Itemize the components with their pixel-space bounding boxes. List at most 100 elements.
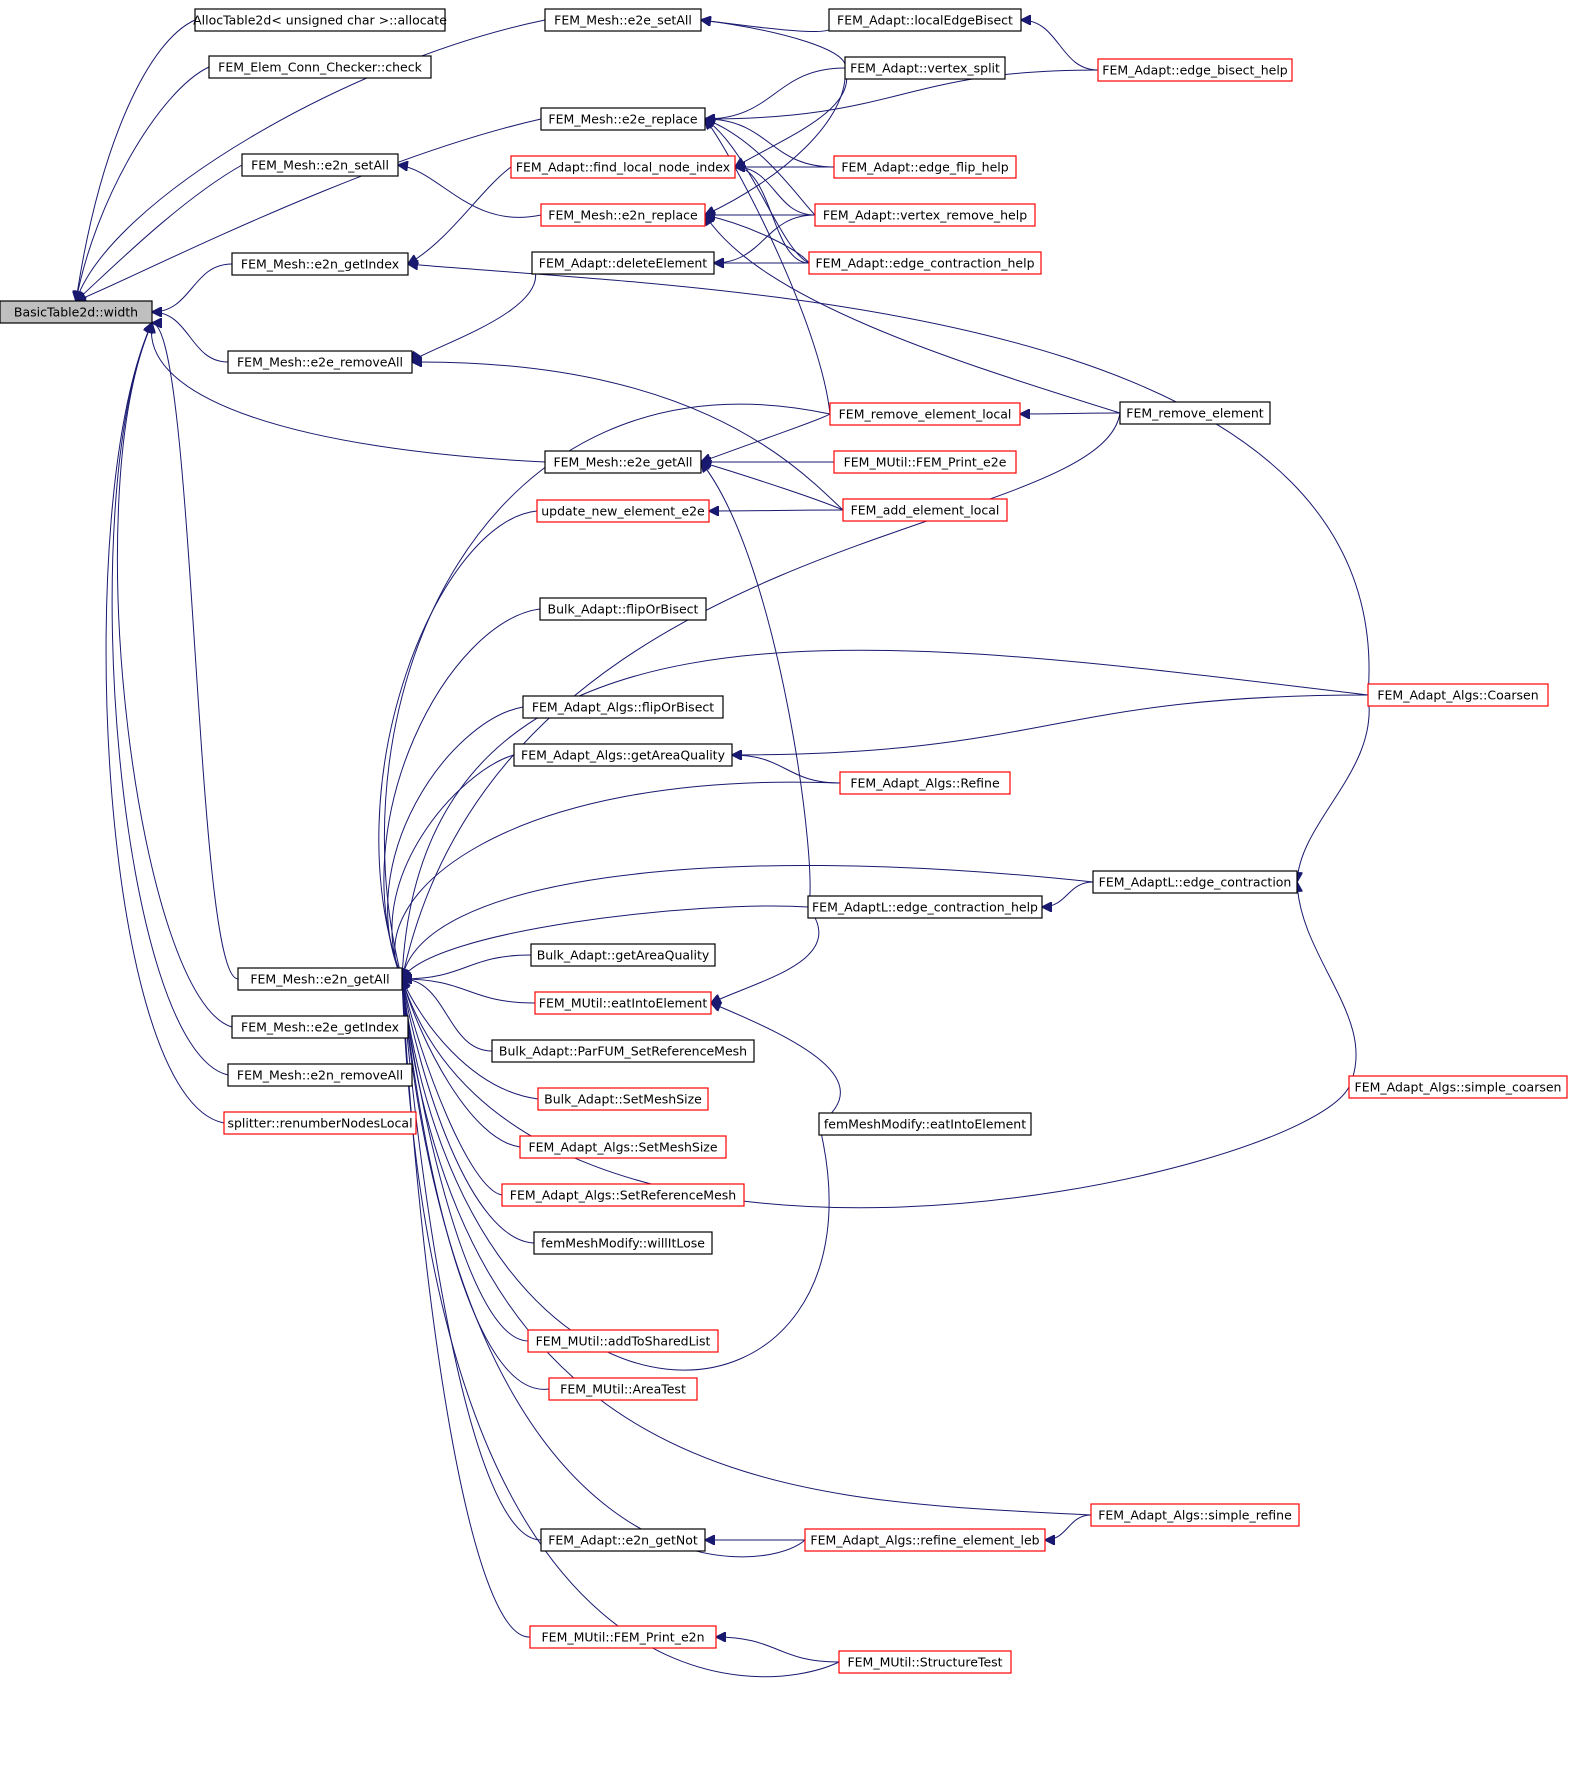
node-e2n-replace[interactable]: FEM_Mesh::e2n_replace [540, 203, 706, 227]
node-algs-setRefMesh[interactable]: FEM_Adapt_Algs::SetReferenceMesh [501, 1183, 745, 1207]
node-box [0, 300, 153, 324]
edge-path [402, 979, 830, 1371]
node-edge-bisect-help[interactable]: FEM_Adapt::edge_bisect_help [1097, 58, 1293, 82]
node-simple-coarsen[interactable]: FEM_Adapt_Algs::simple_coarsen [1348, 1075, 1568, 1099]
node-label: FEM_Mesh::e2e_replace [548, 112, 698, 127]
node-algs-coarsen[interactable]: FEM_Adapt_Algs::Coarsen [1367, 683, 1549, 707]
node-box [833, 155, 1017, 179]
edge-path [395, 781, 841, 979]
node-label: FEM_Elem_Conn_Checker::check [218, 60, 422, 75]
edge-path [402, 979, 806, 1558]
node-e2n-getNot[interactable]: FEM_Adapt::e2n_getNot [540, 1528, 706, 1552]
edge-path [151, 323, 546, 463]
edge-adaptl_edge_contraction-to-adaptl_ec_help [1042, 881, 1094, 907]
edge-path [705, 119, 816, 216]
node-remove-element-local[interactable]: FEM_remove_element_local [829, 402, 1021, 426]
node-label: FEM_Adapt_Algs::flipOrBisect [532, 700, 714, 715]
node-algs-refine[interactable]: FEM_Adapt_Algs::Refine [839, 771, 1011, 795]
node-deleteElement[interactable]: FEM_Adapt::deleteElement [531, 251, 715, 275]
node-edge-contraction-help[interactable]: FEM_Adapt::edge_contraction_help [808, 251, 1042, 275]
node-label: FEM_Adapt::edge_bisect_help [1102, 63, 1288, 78]
node-conn-check[interactable]: FEM_Elem_Conn_Checker::check [208, 55, 432, 79]
node-bulk-parfum-setref[interactable]: Bulk_Adapt::ParFUM_SetReferenceMesh [491, 1039, 755, 1063]
node-e2n-getIndex[interactable]: FEM_Mesh::e2n_getIndex [231, 252, 409, 276]
node-print-e2e[interactable]: FEM_MUtil::FEM_Print_e2e [833, 450, 1017, 474]
node-e2e-replace[interactable]: FEM_Mesh::e2e_replace [540, 107, 706, 131]
node-box [231, 252, 409, 276]
node-algs-setMeshSize[interactable]: FEM_Adapt_Algs::SetMeshSize [519, 1135, 727, 1159]
node-adaptl-edge-contraction[interactable]: FEM_AdaptL::edge_contraction [1092, 870, 1298, 894]
node-e2n-getAll[interactable]: FEM_Mesh::e2n_getAll [237, 967, 403, 991]
node-splitter-renum[interactable]: splitter::renumberNodesLocal [223, 1111, 417, 1135]
node-add-element-local[interactable]: FEM_add_element_local [842, 498, 1008, 522]
node-box [540, 1528, 706, 1552]
node-label: FEM_Adapt::vertex_split [850, 61, 1000, 76]
node-box [804, 1528, 1046, 1552]
node-label: FEM_Mesh::e2n_replace [548, 208, 698, 223]
node-box [529, 1625, 717, 1649]
node-willItLose[interactable]: femMeshModify::willItLose [533, 1231, 713, 1255]
edge-edge_bisect_help-to-localEdgeBisect [1021, 20, 1099, 71]
node-e2e-setAll[interactable]: FEM_Mesh::e2e_setAll [544, 8, 702, 32]
node-find-local-node-index[interactable]: FEM_Adapt::find_local_node_index [510, 155, 736, 179]
node-box [844, 56, 1006, 80]
node-label: splitter::renumberNodesLocal [227, 1116, 412, 1131]
node-label: FEM_MUtil::eatIntoElement [539, 996, 708, 1011]
node-bulk-getAreaQuality[interactable]: Bulk_Adapt::getAreaQuality [530, 943, 716, 967]
node-box [807, 895, 1043, 919]
node-label: FEM_Adapt_Algs::SetReferenceMesh [510, 1188, 736, 1203]
node-label: FEM_Adapt::deleteElement [539, 256, 708, 271]
node-box [194, 8, 446, 32]
node-areaTest[interactable]: FEM_MUtil::AreaTest [548, 1377, 698, 1401]
edge-path [76, 66, 210, 301]
edge-path [705, 119, 810, 264]
edge-simple_coarsen-to-adaptl_edge_contraction [1297, 882, 1357, 1088]
node-refine-element-leb[interactable]: FEM_Adapt_Algs::refine_element_leb [804, 1528, 1046, 1552]
node-bulk-setMeshSize[interactable]: Bulk_Adapt::SetMeshSize [537, 1087, 709, 1111]
edge-path [391, 754, 515, 979]
edge-e2e_replace-to-root [76, 118, 542, 301]
node-label: FEM_Adapt::find_local_node_index [516, 160, 730, 175]
node-label: Bulk_Adapt::ParFUM_SetReferenceMesh [499, 1044, 747, 1059]
edge-addToSharedList-to-e2n_getAll [402, 979, 529, 1342]
edge-e2n_getNot-to-e2n_getAll [402, 979, 542, 1541]
node-localEdgeBisect[interactable]: FEM_Adapt::localEdgeBisect [828, 8, 1022, 32]
node-edge-flip-help[interactable]: FEM_Adapt::edge_flip_help [833, 155, 1017, 179]
node-box [814, 203, 1036, 227]
node-label: FEM_remove_element_local [839, 407, 1012, 422]
node-e2e-getAll[interactable]: FEM_Mesh::e2e_getAll [544, 450, 702, 474]
node-mutil-eatIntoElement[interactable]: FEM_MUtil::eatIntoElement [534, 991, 712, 1015]
edge-path [76, 164, 243, 301]
node-alloc[interactable]: AllocTable2d< unsigned char >::allocate [193, 8, 447, 32]
node-vertex-remove-help[interactable]: FEM_Adapt::vertex_remove_help [814, 203, 1036, 227]
node-structureTest[interactable]: FEM_MUtil::StructureTest [838, 1650, 1012, 1674]
node-e2n-removeAll[interactable]: FEM_Mesh::e2n_removeAll [227, 1063, 413, 1087]
node-e2n-setAll[interactable]: FEM_Mesh::e2n_setAll [241, 153, 399, 177]
node-simple-refine[interactable]: FEM_Adapt_Algs::simple_refine [1090, 1503, 1300, 1527]
node-algs-getAreaQuality[interactable]: FEM_Adapt_Algs::getAreaQuality [513, 743, 733, 767]
edge-layer [76, 20, 1370, 1678]
node-print-e2n[interactable]: FEM_MUtil::FEM_Print_e2n [529, 1625, 717, 1649]
node-e2e-getIndex[interactable]: FEM_Mesh::e2e_getIndex [231, 1015, 409, 1039]
edge-algs_setRefMesh-to-e2n_getAll [402, 979, 503, 1196]
edge-edge_bisect_help-to-e2e_replace [705, 69, 1099, 119]
node-box [544, 8, 702, 32]
edge-path [402, 979, 542, 1541]
node-e2e-removeAll[interactable]: FEM_Mesh::e2e_removeAll [227, 350, 413, 374]
edge-path [402, 979, 840, 1678]
node-label: FEM_Adapt_Algs::SetMeshSize [528, 1140, 717, 1155]
node-algs-flipOrBisect[interactable]: FEM_Adapt_Algs::flipOrBisect [522, 695, 724, 719]
node-box [510, 155, 736, 179]
node-update-new-element-e2e[interactable]: update_new_element_e2e [536, 499, 710, 523]
node-box [1119, 401, 1271, 425]
node-adaptl-ec-help[interactable]: FEM_AdaptL::edge_contraction_help [807, 895, 1043, 919]
node-remove-element[interactable]: FEM_remove_element [1119, 401, 1271, 425]
edge-e2n_replace-to-e2n_setAll [398, 165, 542, 218]
edge-e2n_removeAll-to-root [111, 323, 229, 1076]
node-label: FEM_Mesh::e2e_setAll [554, 13, 692, 28]
node-fmm-eatIntoElement[interactable]: femMeshModify::eatIntoElement [818, 1112, 1032, 1136]
node-bulk-flipOrBisect[interactable]: Bulk_Adapt::flipOrBisect [539, 597, 707, 621]
node-addToSharedList[interactable]: FEM_MUtil::addToSharedList [527, 1329, 719, 1353]
node-vertex-split[interactable]: FEM_Adapt::vertex_split [844, 56, 1006, 80]
